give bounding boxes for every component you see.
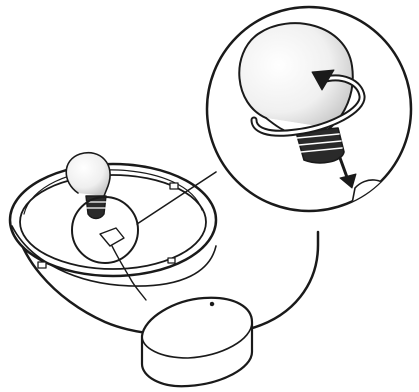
zoom-detail-circle — [207, 7, 411, 214]
small-bulb-base — [86, 196, 106, 219]
